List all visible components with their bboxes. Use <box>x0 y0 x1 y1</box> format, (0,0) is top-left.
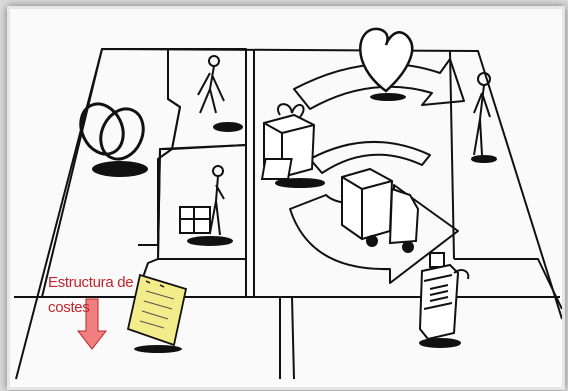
business-model-board <box>10 9 562 387</box>
relationship-person-icon <box>472 73 496 162</box>
key-resources-worker-icon <box>180 166 232 245</box>
bottom-divider-2 <box>292 297 294 379</box>
cash-register-icon <box>420 253 468 347</box>
canvas-frame: Estructura de costes <box>7 6 565 390</box>
cost-structure-label-line2: costes <box>48 299 90 316</box>
delivery-truck-icon <box>342 169 418 252</box>
value-proposition-heart-icon <box>360 29 412 101</box>
gift-box-icon <box>262 104 324 187</box>
key-partners-rings-icon <box>73 97 151 177</box>
activities-block <box>168 49 246 149</box>
key-activities-worker-icon <box>198 56 242 131</box>
cost-note-icon <box>128 275 186 353</box>
cost-structure-label: Estructura de <box>48 274 133 291</box>
